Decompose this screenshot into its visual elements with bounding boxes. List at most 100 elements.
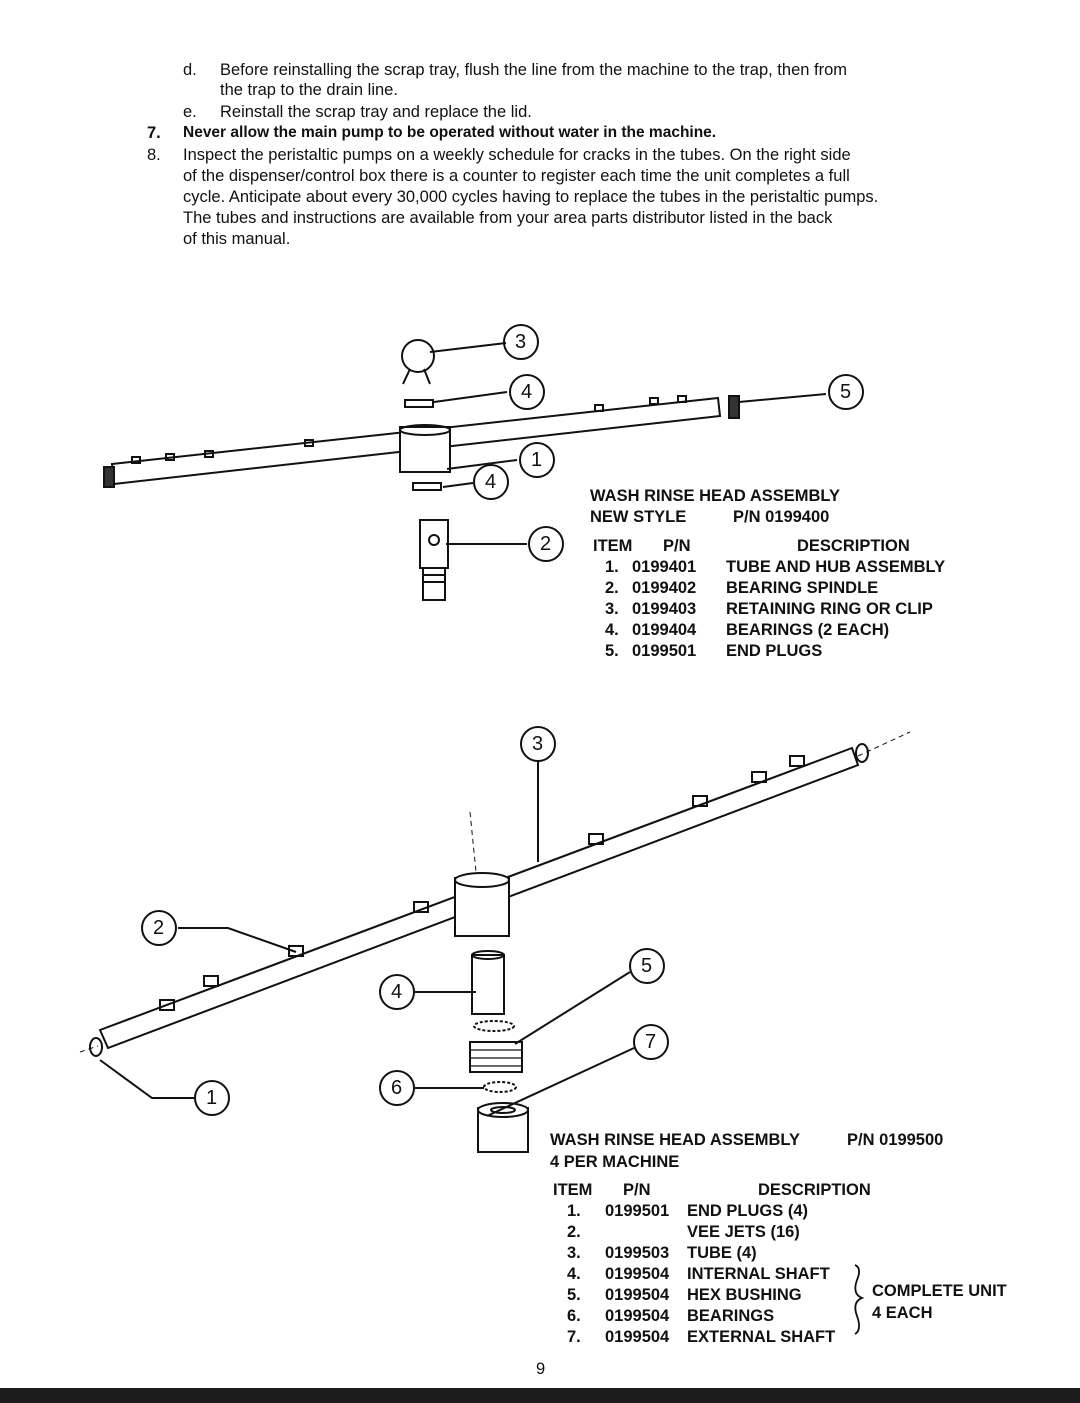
step-d-marker: d.	[183, 61, 197, 79]
step-7-warning: Never allow the main pump to be operated…	[183, 124, 717, 141]
callout-4: 4	[391, 981, 403, 1003]
row-pn: 0199403	[632, 600, 697, 618]
callout-2: 2	[540, 533, 552, 555]
bearings-small	[483, 1081, 517, 1093]
assembly-title: WASH RINSE HEAD ASSEMBLY	[590, 487, 840, 505]
header-description: DESCRIPTION	[797, 537, 910, 555]
callout-circle	[379, 974, 415, 1010]
header-item: ITEM	[553, 1181, 593, 1199]
step-8-line-4: The tubes and instructions are available…	[183, 209, 833, 227]
row-description: BEARING SPINDLE	[726, 579, 879, 597]
step-8-line-1: Inspect the peristaltic pumps on a weekl…	[183, 146, 851, 164]
row-pn: 0199501	[605, 1202, 670, 1220]
step-7-marker: 7.	[147, 124, 161, 142]
callout-circle	[519, 442, 555, 478]
callout-7: 7	[645, 1031, 657, 1053]
step-8-line-2: of the dispenser/control box there is a …	[183, 167, 850, 185]
row-item: 4.	[567, 1265, 581, 1283]
complete-unit-qty: 4 EACH	[872, 1304, 933, 1322]
row-item: 5.	[567, 1286, 581, 1304]
end-plug-left	[103, 466, 115, 488]
callout-5: 5	[641, 955, 653, 977]
row-item: 3.	[605, 600, 619, 618]
row-description: TUBE AND HUB ASSEMBLY	[726, 558, 946, 576]
assembly-title: WASH RINSE HEAD ASSEMBLY	[550, 1131, 800, 1149]
row-item: 7.	[567, 1328, 581, 1346]
row-item: 2.	[605, 579, 619, 597]
row-pn: 0199404	[632, 621, 697, 639]
callout-1: 1	[206, 1087, 218, 1109]
callout-circle	[509, 374, 545, 410]
row-item: 1.	[605, 558, 619, 576]
row-item: 3.	[567, 1244, 581, 1262]
row-item: 2.	[567, 1223, 581, 1241]
footer-bar	[0, 1388, 1080, 1403]
style-label: NEW STYLE	[590, 508, 687, 526]
callout-6: 6	[391, 1077, 403, 1099]
step-e-marker: e.	[183, 103, 197, 121]
bottom-assembly-drawing	[79, 731, 911, 1153]
end-plug-left-2	[89, 1037, 103, 1057]
hex-bushing	[469, 1041, 523, 1073]
step-8-line-3: cycle. Anticipate about every 30,000 cyc…	[183, 188, 879, 206]
step-8-line-5: of this manual.	[183, 230, 291, 248]
header-description: DESCRIPTION	[758, 1181, 871, 1199]
callout-circle	[503, 324, 539, 360]
end-plug-right-2	[855, 743, 869, 763]
internal-shaft	[471, 954, 505, 1015]
row-pn: 0199504	[605, 1307, 670, 1325]
callout-circle	[633, 1024, 669, 1060]
assembly-pn: P/N 0199400	[733, 508, 830, 526]
retaining-clip	[401, 339, 435, 373]
callout-3: 3	[515, 331, 527, 353]
step-e-line-1: Reinstall the scrap tray and replace the…	[220, 103, 532, 121]
callout-circle	[629, 948, 665, 984]
row-pn: 0199401	[632, 558, 697, 576]
row-description: EXTERNAL SHAFT	[687, 1328, 836, 1346]
row-pn: 0199504	[605, 1328, 670, 1346]
callout-circle	[520, 726, 556, 762]
callout-circle	[194, 1080, 230, 1116]
row-description: RETAINING RING OR CLIP	[726, 600, 933, 618]
row-description: END PLUGS (4)	[687, 1202, 809, 1220]
header-pn: P/N	[663, 537, 691, 555]
row-pn: 0199503	[605, 1244, 670, 1262]
header-pn: P/N	[623, 1181, 651, 1199]
page-number: 9	[536, 1360, 546, 1378]
callout-5: 5	[840, 381, 852, 403]
callout-3: 3	[532, 733, 544, 755]
row-item: 6.	[567, 1307, 581, 1325]
callout-circle	[379, 1070, 415, 1106]
assembly-subtitle: 4 PER MACHINE	[550, 1153, 680, 1171]
row-pn: 0199504	[605, 1286, 670, 1304]
row-description: TUBE (4)	[687, 1244, 757, 1262]
row-item: 5.	[605, 642, 619, 660]
bearing-upper	[404, 399, 434, 408]
callout-circle	[141, 910, 177, 946]
callout-4-lower: 4	[485, 471, 497, 493]
step-d-line-1: Before reinstalling the scrap tray, flus…	[220, 61, 848, 79]
row-description: HEX BUSHING	[687, 1286, 802, 1304]
callout-4: 4	[521, 381, 533, 403]
callout-2: 2	[153, 917, 165, 939]
complete-unit-brace	[854, 1264, 865, 1335]
complete-unit-label: COMPLETE UNIT	[872, 1282, 1007, 1300]
row-description: INTERNAL SHAFT	[687, 1265, 830, 1283]
top-assembly-drawing	[103, 339, 827, 601]
row-pn: 0199504	[605, 1265, 670, 1283]
end-plug-right	[728, 395, 740, 419]
bearing-lower	[412, 482, 442, 491]
bearing-spindle	[419, 519, 449, 569]
row-pn: 0199402	[632, 579, 697, 597]
row-description: VEE JETS (16)	[687, 1223, 800, 1241]
callout-circle	[473, 464, 509, 500]
row-pn: 0199501	[632, 642, 697, 660]
step-8-marker: 8.	[147, 146, 161, 164]
row-description: BEARINGS	[687, 1307, 775, 1325]
row-item: 1.	[567, 1202, 581, 1220]
assembly-pn: P/N 0199500	[847, 1131, 944, 1149]
callout-circle	[828, 374, 864, 410]
callout-circle	[528, 526, 564, 562]
row-description: END PLUGS	[726, 642, 823, 660]
